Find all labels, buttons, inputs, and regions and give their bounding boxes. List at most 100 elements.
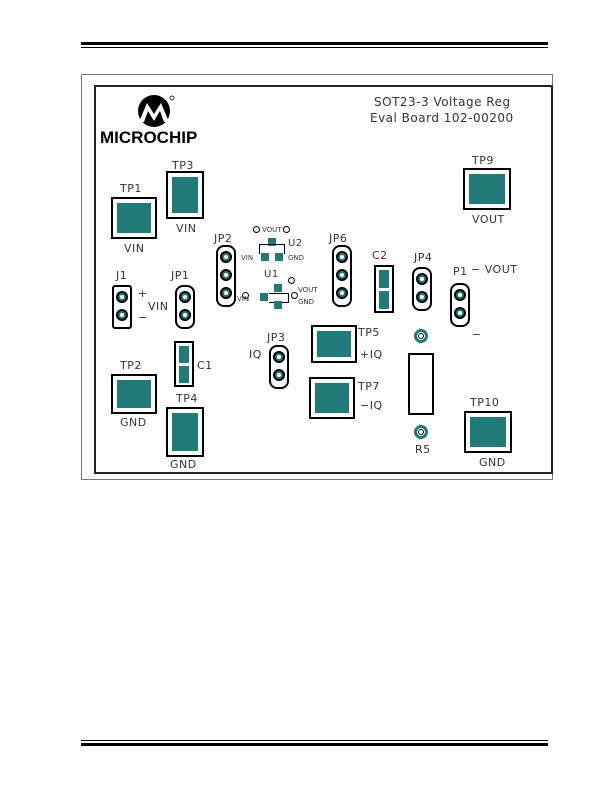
- jp6-header[interactable]: [332, 245, 352, 307]
- u1-pin-a: [288, 277, 295, 284]
- tp3-label: TP3: [172, 159, 194, 172]
- c1-pad-bottom: [179, 366, 189, 383]
- j1-vin-label: VIN: [148, 300, 169, 313]
- p1-vout-label: − VOUT: [471, 263, 518, 276]
- jp2-pin-3: [220, 287, 232, 299]
- c2-outline: [374, 265, 394, 313]
- jp4-pin-1: [416, 273, 428, 285]
- jp4-label: JP4: [414, 251, 433, 264]
- u1-pad-left: [260, 293, 268, 301]
- u1-label: U1: [264, 269, 279, 280]
- tp5-pad: [317, 331, 351, 357]
- tp9-sub-label: VOUT: [472, 213, 505, 226]
- header-rule-thick: [81, 42, 548, 45]
- jp3-pin-1: [273, 351, 285, 363]
- board-title-line1: SOT23-3 Voltage Reg: [374, 95, 511, 109]
- r5-body: [408, 353, 434, 415]
- u1-gnd-label: GND: [298, 298, 315, 306]
- j1-label: J1: [116, 269, 128, 282]
- tp10-pad: [470, 417, 506, 447]
- tp9-pad: [469, 174, 505, 204]
- microchip-logo-icon: [138, 95, 175, 127]
- tp4-sub-label: GND: [170, 458, 197, 471]
- jp1-header[interactable]: [175, 285, 195, 329]
- p1-label: P1: [453, 265, 468, 278]
- tp1-sub-label: VIN: [124, 242, 145, 255]
- p1-pin-1: [454, 289, 466, 301]
- board-title-line2: Eval Board 102-00200: [370, 111, 514, 125]
- p1-pin-2: [454, 307, 466, 319]
- header-rule-thin: [81, 47, 548, 48]
- c2-label: C2: [372, 249, 388, 262]
- p1-minus-label: −: [472, 328, 482, 341]
- tp10-label: TP10: [470, 396, 500, 409]
- u1-pad-top: [274, 284, 282, 292]
- tp1-pad: [117, 203, 151, 233]
- u2-vin-label: VIN: [241, 254, 254, 262]
- jp1-label: JP1: [171, 269, 190, 282]
- c1-pad-top: [179, 346, 189, 363]
- tp4-pad: [172, 413, 198, 451]
- u2-gnd-label: GND: [288, 254, 305, 262]
- tp2-pad-outline: [111, 374, 157, 414]
- tp3-sub-label: VIN: [176, 222, 197, 235]
- u2-pin-left: [253, 226, 260, 233]
- jp2-pin-1: [220, 251, 232, 263]
- tp3-pad: [172, 177, 198, 213]
- tp10-pad-outline: [464, 411, 512, 453]
- c2-pad-bottom: [379, 291, 389, 309]
- pcb-board-outline: MICROCHIP SOT23-3 Voltage Reg Eval Board…: [94, 85, 553, 474]
- footer-rule-thin: [81, 740, 548, 741]
- jp6-pin-3: [336, 287, 348, 299]
- p1-header[interactable]: [450, 283, 470, 327]
- tp3-pad-outline: [166, 171, 204, 219]
- j1-pin-2: [116, 309, 128, 321]
- jp2-label: JP2: [214, 232, 233, 245]
- u1-pad-bottom: [274, 301, 282, 309]
- tp5-label: TP5: [358, 326, 380, 339]
- c1-label: C1: [197, 359, 213, 372]
- u2-outline: [259, 244, 285, 254]
- tp7-sub-label: −IQ: [360, 399, 383, 412]
- tp9-pad-outline: [463, 168, 511, 210]
- j1-plus-label: +: [138, 287, 148, 300]
- jp3-iq-label: IQ: [249, 348, 262, 361]
- jp4-header[interactable]: [412, 267, 432, 311]
- jp3-label: JP3: [267, 331, 286, 344]
- jp3-pin-2: [273, 369, 285, 381]
- r5-pad-top: [414, 329, 428, 343]
- j1-pin-1: [116, 291, 128, 303]
- u2-vout-label: VOUT: [262, 226, 282, 234]
- r5-pad-bottom: [414, 425, 428, 439]
- u1-vout-label: VOUT: [298, 286, 318, 294]
- tp7-pad: [315, 383, 349, 413]
- tp1-label: TP1: [120, 182, 142, 195]
- u2-pad-right: [275, 253, 283, 261]
- tp2-pad: [117, 380, 151, 408]
- c1-outline: [174, 341, 194, 387]
- u1-pin-c: [291, 292, 298, 299]
- jp2-pin-2: [220, 269, 232, 281]
- tp7-pad-outline: [309, 377, 355, 419]
- tp10-sub-label: GND: [479, 456, 506, 469]
- footer-rule-thick: [81, 743, 548, 746]
- jp1-pin-2: [179, 309, 191, 321]
- tp5-pad-outline: [311, 325, 357, 363]
- jp6-label: JP6: [329, 232, 348, 245]
- jp4-pin-2: [416, 291, 428, 303]
- u2-pin-right: [283, 226, 290, 233]
- jp3-header[interactable]: [269, 345, 289, 389]
- jp2-header[interactable]: [216, 245, 236, 307]
- j1-header[interactable]: [112, 285, 132, 329]
- u2-pad-top: [268, 238, 276, 246]
- tp5-sub-label: +IQ: [360, 348, 383, 361]
- jp1-pin-1: [179, 291, 191, 303]
- brand-name: MICROCHIP: [100, 128, 198, 147]
- jp6-pin-2: [336, 269, 348, 281]
- tp4-label: TP4: [176, 392, 198, 405]
- r5-label: R5: [415, 443, 431, 456]
- jp6-pin-1: [336, 251, 348, 263]
- tp7-label: TP7: [358, 380, 380, 393]
- u2-label: U2: [288, 238, 303, 249]
- tp2-sub-label: GND: [120, 416, 147, 429]
